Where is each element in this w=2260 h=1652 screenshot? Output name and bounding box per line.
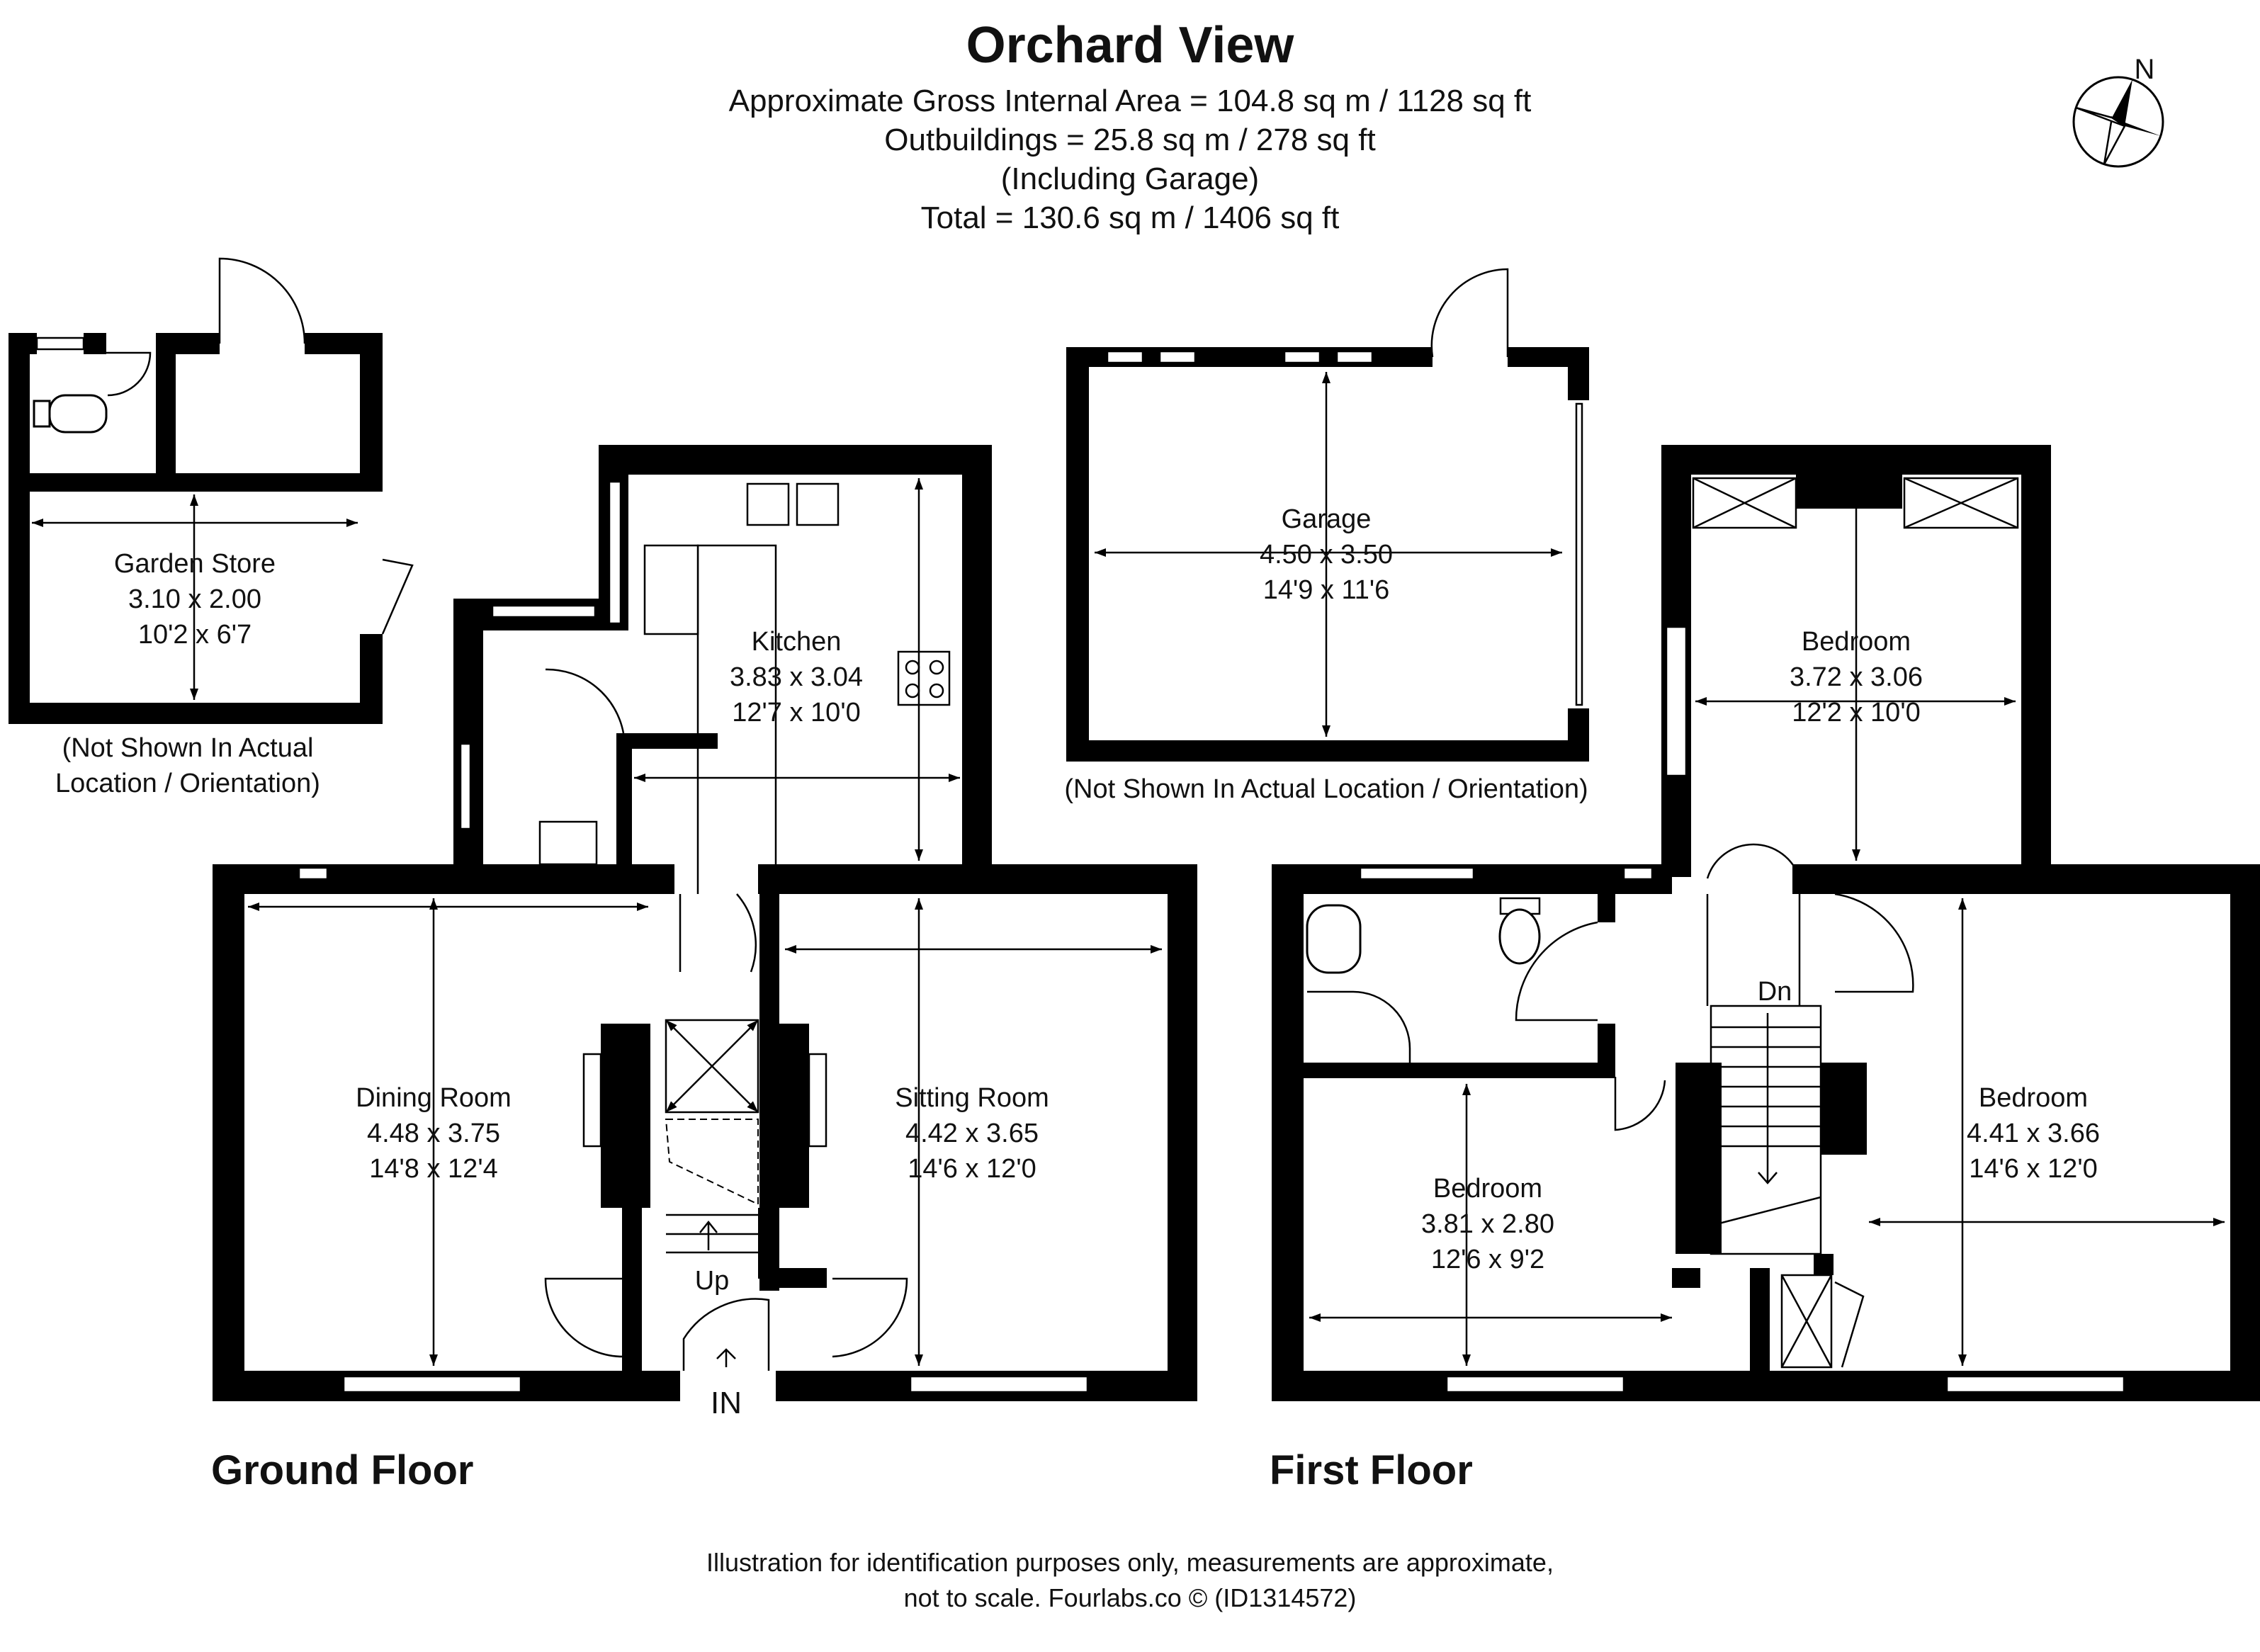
dimension-arrowhead [1462, 1084, 1471, 1095]
garage-included-line: (Including Garage) [1001, 162, 1259, 196]
dimension-arrowhead [32, 519, 43, 527]
garden-store-building [9, 257, 414, 724]
dimension-arrowhead [915, 478, 923, 490]
dimension-arrowhead [1322, 725, 1330, 737]
dimension-arrowhead [1151, 945, 1162, 954]
garden-store-note-line2: Location / Orientation) [55, 769, 320, 798]
compass-rose-icon: N [2072, 54, 2164, 168]
total-area-line: Total = 130.6 sq m / 1406 sq ft [921, 200, 1340, 235]
dining-room-metric: 4.48 x 3.75 [367, 1119, 500, 1148]
entrance-label: IN [711, 1386, 742, 1420]
dimension-arrowhead [915, 849, 923, 861]
dimension-arrowhead [2004, 697, 2016, 706]
dining-room-imperial: 14'8 x 12'4 [369, 1154, 497, 1184]
rear-bedroom-name: Bedroom [1802, 627, 1911, 657]
dimension-arrowhead [190, 689, 198, 700]
stairs-up-label: Up [695, 1266, 730, 1296]
right-bedroom-imperial: 14'6 x 12'0 [1969, 1154, 2097, 1184]
garage-metric: 4.50 x 3.50 [1260, 540, 1393, 570]
right-bedroom-metric: 4.41 x 3.66 [1967, 1119, 2100, 1148]
garden-store-metric: 3.10 x 2.00 [128, 584, 261, 614]
dimension-arrowhead [346, 519, 358, 527]
dimension-arrowhead [1095, 548, 1106, 557]
dimension-arrowhead [1958, 1354, 1967, 1366]
outbuildings-line: Outbuildings = 25.8 sq m / 278 sq ft [884, 123, 1375, 157]
kitchen-metric: 3.83 x 3.04 [730, 662, 863, 692]
dimension-arrowhead [949, 774, 960, 782]
dimension-arrowhead [1958, 898, 1967, 910]
dimension-arrowhead [747, 1020, 758, 1031]
dimension-arrowhead [785, 945, 796, 954]
sitting-room-imperial: 14'6 x 12'0 [908, 1154, 1036, 1184]
dimension-arrowhead [2213, 1218, 2225, 1226]
garage-note: (Not Shown In Actual Location / Orientat… [1064, 774, 1588, 804]
stairs-down-label: Dn [1758, 977, 1792, 1007]
first-floor-label: First Floor [1270, 1447, 1473, 1493]
footer-disclaimer-line1: Illustration for identification purposes… [706, 1548, 1554, 1577]
compass-north-label: N [2135, 54, 2155, 85]
dimension-arrowhead [1695, 697, 1707, 706]
garage-imperial: 14'9 x 11'6 [1263, 575, 1390, 605]
rear-bedroom-metric: 3.72 x 3.06 [1790, 662, 1923, 692]
garden-store-imperial: 10'2 x 6'7 [138, 620, 252, 650]
first-floor-plan [1272, 445, 2260, 1401]
ground-floor-plan [213, 445, 1197, 1401]
middle-bedroom-name: Bedroom [1433, 1174, 1542, 1204]
dimension-arrowhead [1661, 1313, 1672, 1322]
dimension-arrowhead [1852, 478, 1860, 490]
garage-name: Garage [1282, 504, 1372, 534]
dining-room-name: Dining Room [356, 1083, 512, 1113]
sitting-room-name: Sitting Room [895, 1083, 1049, 1113]
sitting-room-metric: 4.42 x 3.65 [905, 1119, 1039, 1148]
dimension-arrowhead [634, 774, 645, 782]
garage-building [1066, 268, 1589, 762]
kitchen-name: Kitchen [752, 627, 842, 657]
kitchen-imperial: 12'7 x 10'0 [732, 698, 860, 728]
dimension-arrowhead [1869, 1218, 1880, 1226]
dimension-arrowhead [1462, 1354, 1471, 1366]
dimension-arrowhead [1551, 548, 1562, 557]
dimension-arrowhead [915, 1354, 923, 1366]
dimension-arrowhead [248, 903, 259, 911]
garden-store-note-line1: (Not Shown In Actual [62, 733, 314, 763]
dimension-arrowhead [747, 1101, 758, 1112]
dimension-arrowhead [637, 903, 648, 911]
dimension-arrowhead [190, 494, 198, 506]
dimension-arrowhead [666, 1020, 677, 1031]
dimension-arrowhead [666, 1101, 677, 1112]
dimension-arrowhead [915, 898, 923, 910]
dimension-arrowhead [1309, 1313, 1321, 1322]
dimension-arrowhead [429, 1354, 438, 1366]
rear-bedroom-imperial: 12'2 x 10'0 [1792, 698, 1920, 728]
right-bedroom-name: Bedroom [1979, 1083, 2088, 1113]
middle-bedroom-metric: 3.81 x 2.80 [1421, 1209, 1554, 1239]
dimension-arrowhead [429, 898, 438, 910]
dimension-arrowhead [1852, 849, 1860, 861]
plan-title: Orchard View [966, 17, 1295, 74]
garden-store-name: Garden Store [114, 549, 276, 579]
ground-floor-label: Ground Floor [211, 1447, 474, 1493]
footer-disclaimer-line2: not to scale. Fourlabs.co © (ID1314572) [904, 1583, 1357, 1612]
dimension-arrowhead [1322, 372, 1330, 383]
gross-area-line: Approximate Gross Internal Area = 104.8 … [729, 84, 1532, 118]
middle-bedroom-imperial: 12'6 x 9'2 [1431, 1245, 1544, 1274]
